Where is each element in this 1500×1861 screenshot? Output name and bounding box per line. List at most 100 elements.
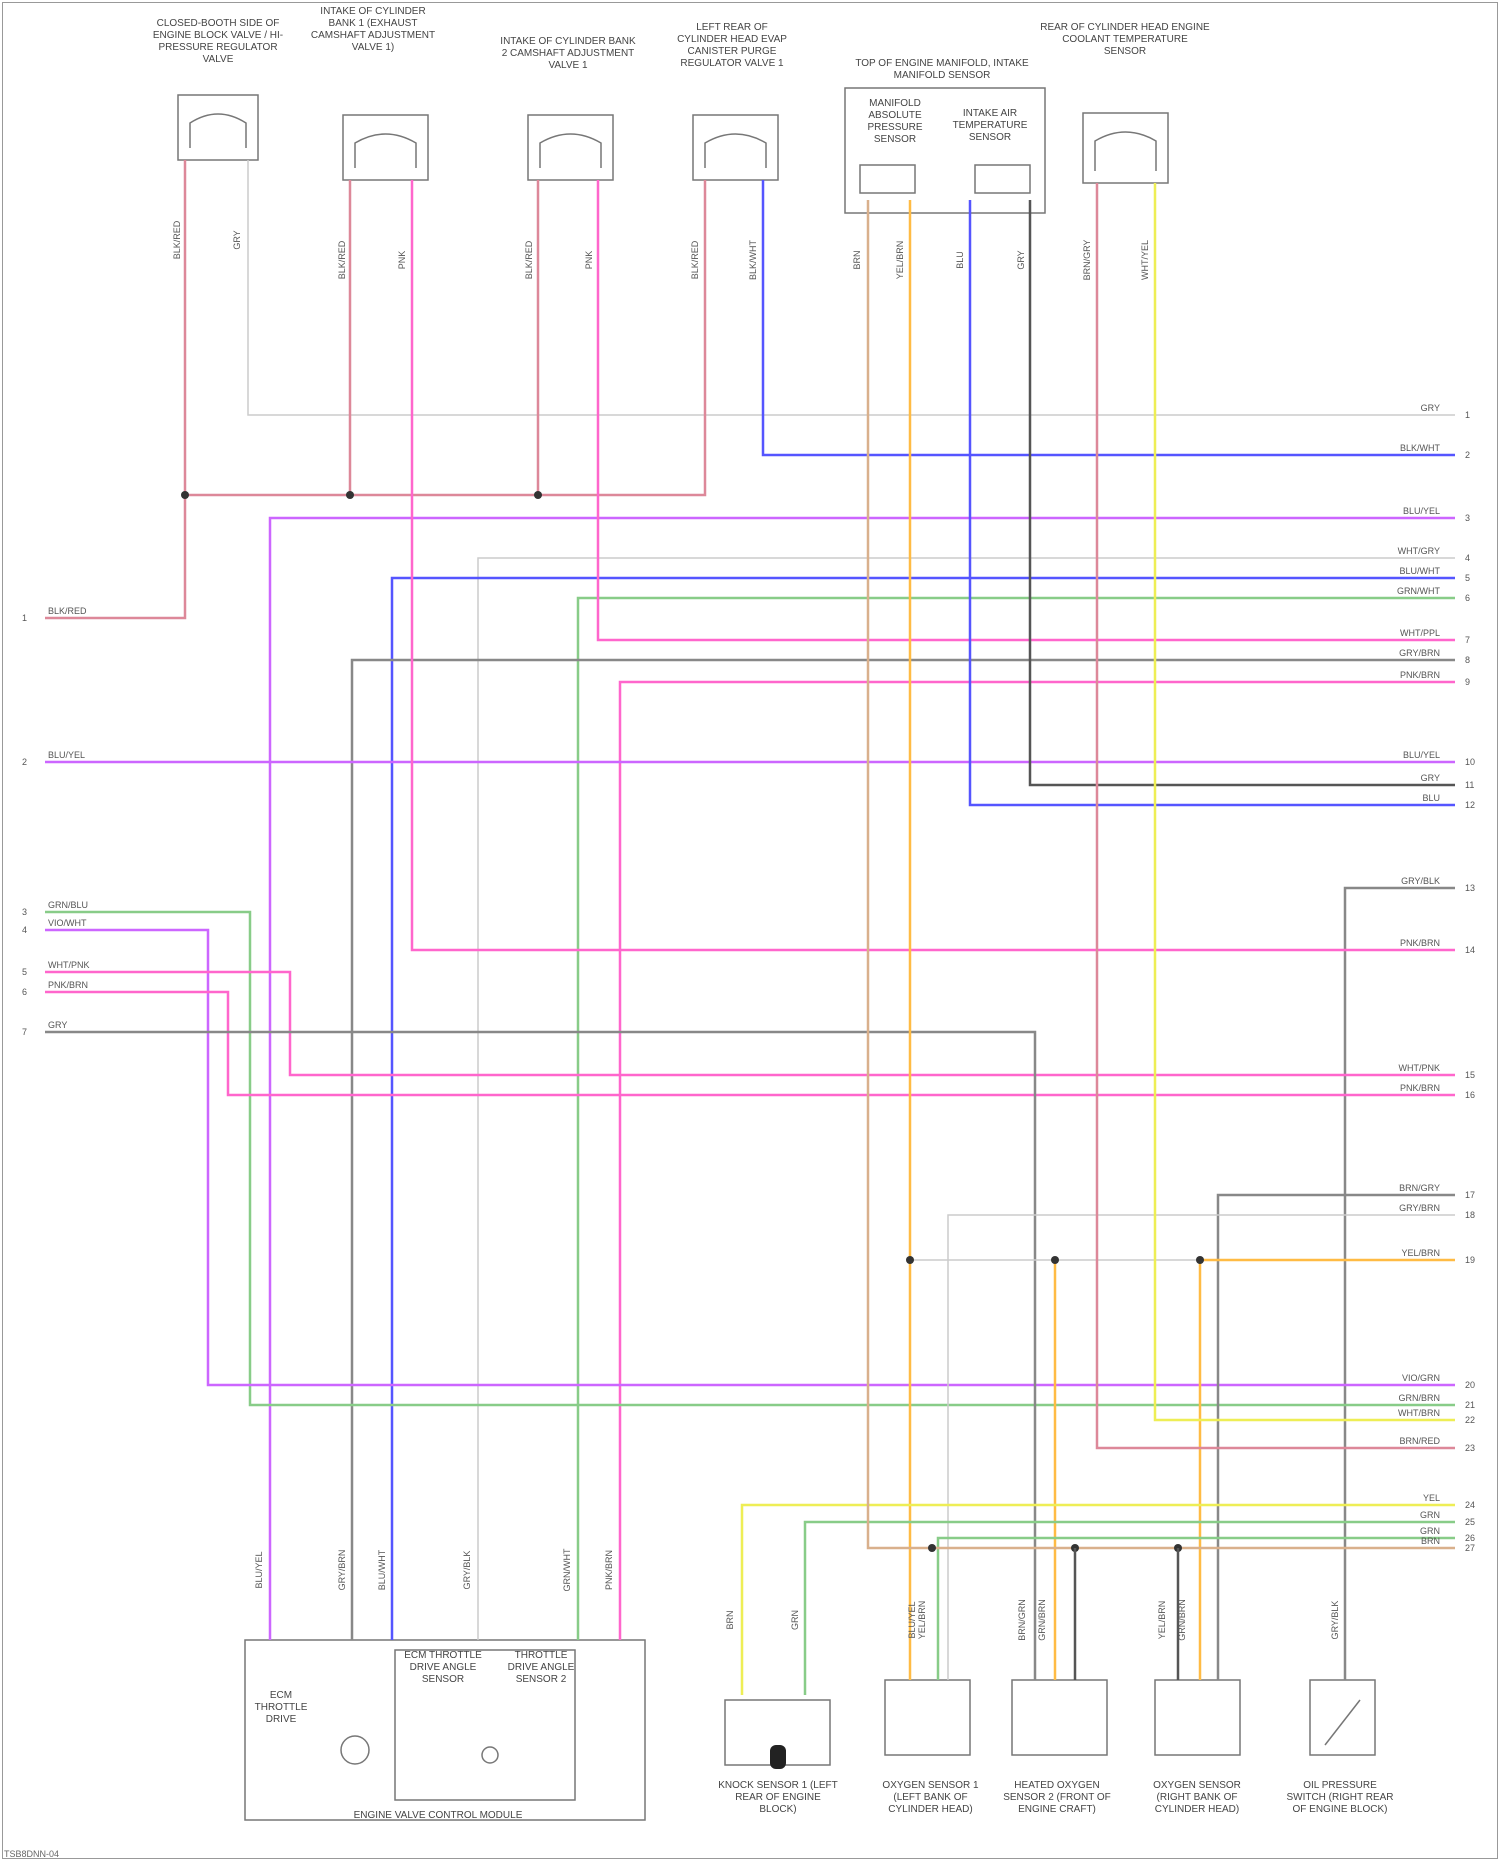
- right-pin-number: 3: [1465, 513, 1470, 523]
- wire-label-29: GRY/BLK: [1330, 1601, 1340, 1640]
- wire-label-24: YEL/BRN: [917, 1601, 927, 1640]
- diagram-code: TSB8DNN-04: [4, 1849, 59, 1859]
- component-label-top-c3: INTAKE OF CYLINDER BANK 2 CAMSHAFT ADJUS…: [498, 36, 638, 72]
- right-pin-number: 11: [1465, 780, 1474, 790]
- right-pin-wire-label: GRN: [1420, 1526, 1440, 1536]
- component-label-bot-switch: OIL PRESSURE SWITCH (RIGHT REAR OF ENGIN…: [1285, 1780, 1395, 1816]
- right-pin-number: 25: [1465, 1517, 1475, 1527]
- wire-label-13: BRN/GRY: [1082, 240, 1092, 281]
- wire-label-11: BLU: [955, 251, 965, 269]
- component-label-bot-ho2s1: OXYGEN SENSOR 1 (LEFT BANK OF CYLINDER H…: [878, 1780, 983, 1816]
- right-pin-number: 21: [1465, 1400, 1475, 1410]
- wire-gry-pin13: [1345, 888, 1455, 1680]
- wire-label-22: GRN: [790, 1610, 800, 1630]
- component-symbol: [540, 134, 601, 168]
- component-symbol: [705, 134, 766, 168]
- right-pin-wire-label: BLU/YEL: [1403, 750, 1440, 760]
- wire-pnk-left6: [45, 992, 1455, 1095]
- right-pin-number: 4: [1465, 553, 1470, 563]
- splice-dot: [346, 491, 354, 499]
- wire-label-19: GRN/WHT: [562, 1548, 572, 1591]
- wire-label-3: BLK/RED: [337, 240, 347, 279]
- wire-label-18: GRY/BLK: [462, 1551, 472, 1590]
- right-pin-number: 19: [1465, 1255, 1475, 1265]
- oil-pressure-switch: [1310, 1680, 1375, 1755]
- splice-dot: [928, 1544, 936, 1552]
- splice-dot: [906, 1256, 914, 1264]
- wire-label-25: BRN/GRN: [1017, 1599, 1027, 1641]
- left-pin-wire-label: GRN/BLU: [48, 900, 88, 910]
- wire-blu-pin5: [392, 578, 1455, 1640]
- right-pin-number: 26: [1465, 1533, 1475, 1543]
- left-pin-wire-label: WHT/PNK: [48, 960, 90, 970]
- component-label-top-c1: CLOSED-BOOTH SIDE OF ENGINE BLOCK VALVE …: [148, 18, 288, 66]
- right-pin-wire-label: GRY: [1421, 403, 1440, 413]
- wire-label-1: BLK/RED: [172, 220, 182, 259]
- inner-label-ecm-throttle-drive: ECM THROTTLE DRIVE: [246, 1690, 316, 1726]
- left-pin-number: 6: [22, 987, 27, 997]
- wire-label-16: GRY/BRN: [337, 1550, 347, 1591]
- wire-label-2: GRY: [232, 230, 242, 249]
- right-pin-wire-label: PNK/BRN: [1400, 670, 1440, 680]
- left-pin-number: 2: [22, 757, 27, 767]
- switch-contact: [1325, 1700, 1360, 1745]
- wire-gry-pin11: [1030, 200, 1455, 785]
- right-pin-wire-label: GRY/BRN: [1399, 1203, 1440, 1213]
- right-pin-number: 17: [1465, 1190, 1475, 1200]
- left-pin-number: 5: [22, 967, 27, 977]
- right-pin-wire-label: BLU/YEL: [1403, 506, 1440, 516]
- left-pin-number: 3: [22, 907, 27, 917]
- inner-label-angle-sensor-2: THROTTLE DRIVE ANGLE SENSOR 2: [505, 1650, 577, 1686]
- right-pin-number: 12: [1465, 800, 1475, 810]
- inner-label-ecm-angle-sensor: ECM THROTTLE DRIVE ANGLE SENSOR: [398, 1650, 488, 1686]
- right-pin-number: 15: [1465, 1070, 1475, 1080]
- wire-label-8: BLK/WHT: [748, 240, 758, 281]
- component-label-bot-knock1: KNOCK SENSOR 1 (LEFT REAR OF ENGINE BLOC…: [718, 1780, 838, 1816]
- wire-label-6: PNK: [584, 251, 594, 270]
- right-pin-wire-label: GRY/BRN: [1399, 648, 1440, 658]
- wire-label-20: PNK/BRN: [604, 1550, 614, 1590]
- oxygen-sensor-3: [1155, 1680, 1240, 1755]
- map-sensor-element: [860, 165, 915, 193]
- right-pin-number: 14: [1465, 945, 1475, 955]
- wire-gry-pin8: [352, 660, 1455, 1640]
- wire-label-4: PNK: [397, 251, 407, 270]
- wire-pnk-left5: [45, 972, 1455, 1075]
- wire-label-21: BRN: [725, 1610, 735, 1629]
- wire-yel-pin22: [1155, 183, 1455, 1420]
- wire-grn-left3: [45, 912, 1455, 1405]
- right-pin-number: 1: [1465, 410, 1470, 420]
- right-pin-number: 23: [1465, 1443, 1475, 1453]
- right-pin-wire-label: GRN/BRN: [1398, 1393, 1440, 1403]
- left-pin-wire-label: PNK/BRN: [48, 980, 88, 990]
- wire-rose-pin23: [1097, 183, 1455, 1448]
- right-pin-wire-label: GRN: [1420, 1510, 1440, 1520]
- oxygen-sensor-1: [885, 1680, 970, 1755]
- component-label-bot-ecm: ENGINE VALVE CONTROL MODULE: [318, 1810, 558, 1822]
- right-pin-number: 5: [1465, 573, 1470, 583]
- wire-label-5: BLK/RED: [524, 240, 534, 279]
- wire-yel-pin24: [742, 1505, 1455, 1695]
- wire-label-9: BRN: [852, 250, 862, 269]
- right-pin-wire-label: WHT/PPL: [1400, 628, 1440, 638]
- component-label-bot-ho2s3: OXYGEN SENSOR (RIGHT BANK OF CYLINDER HE…: [1142, 1780, 1252, 1816]
- left-pin-wire-label: BLK/RED: [48, 606, 87, 616]
- left-pin-number: 1: [22, 613, 27, 623]
- right-pin-number: 13: [1465, 883, 1475, 893]
- right-pin-wire-label: BRN: [1421, 1536, 1440, 1546]
- wire-gry-left7: [45, 1032, 1035, 1680]
- splice-dot: [181, 491, 189, 499]
- wire-gry-pin4: [478, 558, 1455, 1640]
- right-pin-wire-label: BRN/RED: [1399, 1436, 1440, 1446]
- wire-gry-pin1: [248, 160, 1455, 415]
- wire-label-27: YEL/BRN: [1157, 1601, 1167, 1640]
- right-pin-number: 18: [1465, 1210, 1475, 1220]
- wire-grn-pin26: [938, 1538, 1455, 1680]
- wire-pnk-pin7: [598, 180, 1455, 640]
- throttle-sensor-symbol: [482, 1747, 498, 1763]
- right-pin-wire-label: BLK/WHT: [1400, 443, 1441, 453]
- wire-vio-left4: [45, 930, 1455, 1385]
- component-symbol: [190, 114, 246, 148]
- wire-label-12: GRY: [1016, 250, 1026, 269]
